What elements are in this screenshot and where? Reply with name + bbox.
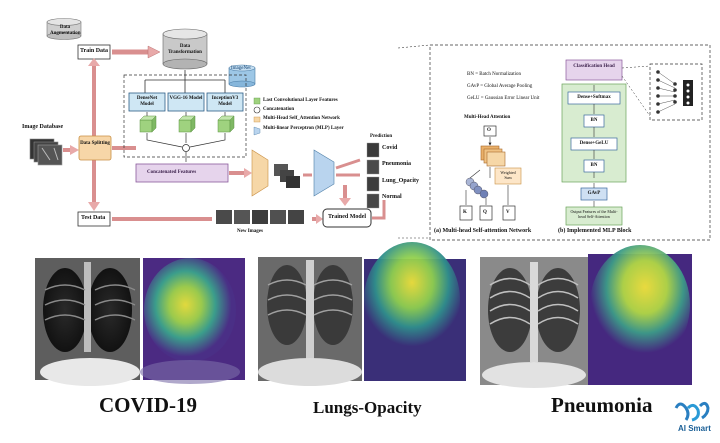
- classification-head-label: Classification Head: [573, 64, 615, 69]
- caption-pneumonia: Pneumonia: [551, 393, 653, 417]
- data-splitting-box: [78, 135, 112, 161]
- new-images-strip: [216, 210, 304, 224]
- covid-heatmap: [140, 258, 245, 384]
- lungs-opacity-xray: [258, 257, 362, 386]
- attention-stack: [480, 145, 506, 167]
- data-augmentation-label: Data Augmentation: [50, 25, 81, 36]
- weighted-sum-label: Weighted Sum: [500, 170, 516, 180]
- inceptionv3-label: InceptionV3 Model: [211, 96, 239, 107]
- caption-covid19: COVID-19: [99, 393, 197, 417]
- inceptionv3-model-box: [206, 92, 244, 112]
- legend-item-attention: Multi-Head Self_Attention Network: [263, 116, 340, 121]
- vgg16-label: VGG-16 Model: [169, 96, 203, 101]
- feature-thumbnails: [274, 164, 300, 188]
- weighted-sum-box: [494, 167, 522, 185]
- data-splitting-label: Data Splitting: [80, 141, 110, 146]
- concatenated-features-box: [135, 163, 229, 183]
- imagenet-label: ImageNet: [231, 66, 251, 71]
- prediction-pneumonia: Pneumonia: [382, 161, 412, 167]
- bn-label-1: BN: [590, 118, 598, 123]
- neural-net-graphic: [656, 70, 693, 114]
- mlp-funnel: [313, 149, 335, 197]
- prediction-thumbnails: [366, 142, 380, 209]
- o-label: O: [487, 128, 491, 133]
- prediction-lung-opacity: Lung_Opacity: [382, 178, 420, 184]
- prediction-normal: Normal: [382, 194, 402, 200]
- abbr-gavp: GAvP = Global Average Pooling: [467, 84, 533, 89]
- imagenet-cylinder: [228, 64, 256, 88]
- output-features-box: [565, 206, 623, 226]
- new-images-label: New Images: [237, 229, 263, 234]
- k-label: K: [463, 210, 467, 215]
- q-box: [479, 205, 493, 221]
- legend-item-concatenation: Concatenation: [263, 107, 295, 112]
- pneumonia-xray: [480, 257, 588, 388]
- densenet-label: DenseNet Model: [136, 96, 158, 107]
- concatenated-features-label: Concatenated Features: [147, 170, 197, 175]
- vgg16-model-box: [167, 92, 205, 112]
- covid-xray: [35, 258, 140, 386]
- v-label: V: [506, 210, 510, 215]
- test-data-label: Test Data: [81, 215, 106, 221]
- gavp-label: GAvP: [587, 191, 601, 196]
- concat-circle: [182, 144, 190, 152]
- feature-cubes: [139, 115, 235, 133]
- legend-symbols: [253, 97, 261, 136]
- pneumonia-heatmap: [588, 245, 692, 385]
- test-data-box: [77, 211, 111, 227]
- data-transformation-cylinder: [162, 28, 208, 70]
- legend-item-features: Last Convolutional Layer Features: [263, 98, 338, 103]
- data-transformation-label: Data Transformation: [168, 44, 202, 55]
- prediction-covid: Covid: [382, 145, 398, 151]
- attention-panel: [429, 44, 711, 241]
- dense-gelu-label: Dense+GeLU: [579, 141, 609, 146]
- densenet-model-box: [128, 92, 166, 112]
- data-augmentation-cylinder: [46, 18, 82, 40]
- lungs-opacity-heatmap: [364, 242, 466, 381]
- caption-b: (b) Implemented MLP Block: [558, 228, 632, 234]
- k-box: [459, 205, 473, 221]
- attention-nodes: [465, 177, 489, 199]
- classification-head-box: [565, 59, 623, 81]
- o-box: [483, 125, 497, 137]
- prediction-title: Prediction: [370, 134, 393, 139]
- abbr-bn: BN = Batch Normalization: [467, 72, 522, 77]
- mha-title: Multi-Head Attention: [464, 115, 511, 120]
- dense-softmax-label: Dense+Softmax: [577, 95, 611, 100]
- ai-smart-logo: [674, 401, 710, 422]
- q-label: Q: [483, 210, 487, 215]
- image-database-stack: [29, 138, 63, 166]
- attention-funnel: [251, 149, 269, 197]
- output-features-label: Output Features of the Multi-head Self-A…: [570, 209, 618, 219]
- bn-label-2: BN: [590, 163, 598, 168]
- image-database-label: Image Database: [22, 124, 64, 130]
- trained-model-box: [322, 208, 372, 228]
- caption-a: (a) Multi-head Self-attention Network: [434, 228, 532, 234]
- caption-lungs-opacity: Lungs-Opacity: [313, 398, 422, 417]
- legend-item-mlp: Multi-linear Perceptron (MLP) Layer: [263, 126, 344, 131]
- logo-text: AI Smart: [678, 424, 711, 433]
- abbr-gelu: GeLU = Gaussian Error Linear Unit: [467, 96, 540, 101]
- v-box: [502, 205, 516, 221]
- trained-model-label: Trained Model: [328, 214, 367, 220]
- train-data-label: Train Data: [80, 48, 109, 54]
